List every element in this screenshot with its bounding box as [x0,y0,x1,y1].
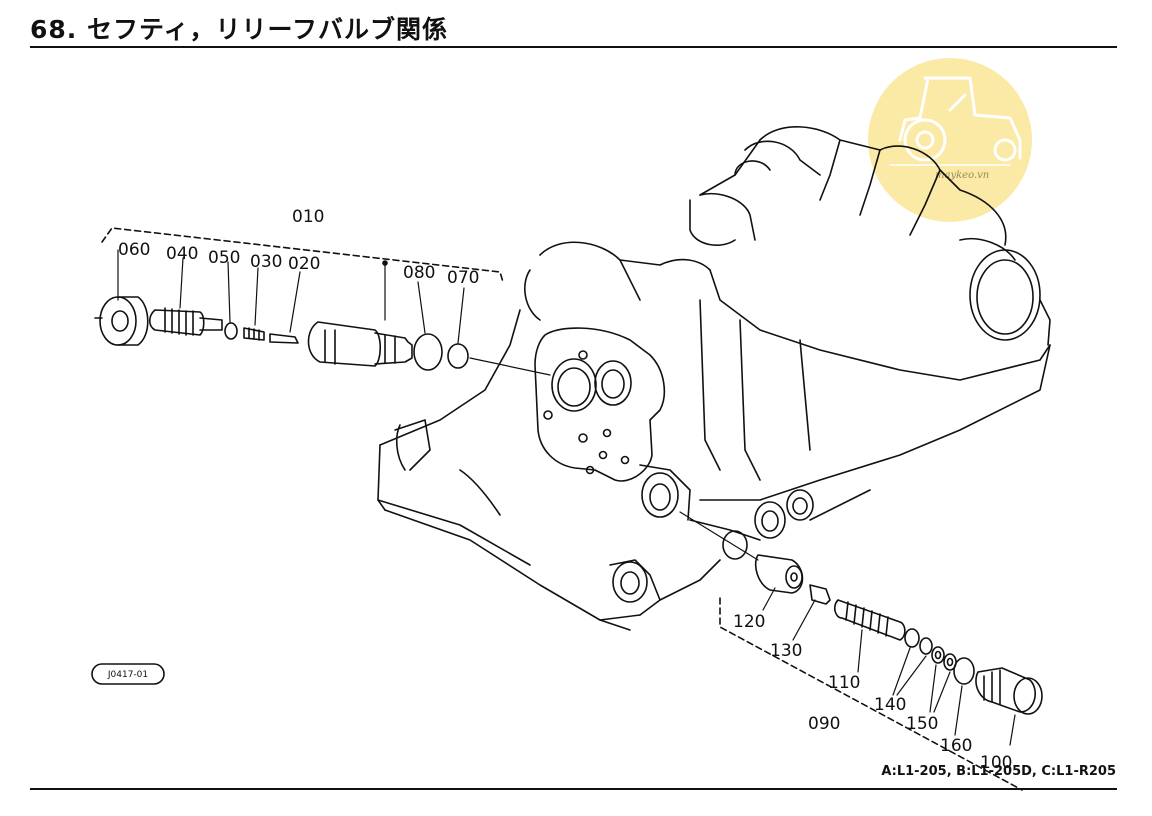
part-label-030: 030 [250,252,282,272]
right-valve-assembly [679,511,1043,791]
footer-rule [30,788,1117,790]
header-rule [30,46,1117,48]
tractor-icon [898,76,1022,162]
part-labels: 010 060 040 050 030 020 080 070 120 130 … [118,207,1012,773]
left-valve-assembly [94,227,551,376]
part-label-160: 160 [940,736,972,756]
part-label-150: 150 [906,714,938,734]
housing-outline [377,126,1051,631]
part-label-020: 020 [288,254,320,274]
maykeo-watermark-logo: maykeo.vn [868,58,1032,222]
part-label-010: 010 [292,207,324,227]
part-label-110: 110 [828,673,860,693]
part-label-130: 130 [770,641,802,661]
part-label-140: 140 [874,695,906,715]
part-label-040: 040 [166,244,198,264]
watermark-text: maykeo.vn [935,170,989,181]
part-label-050: 050 [208,248,240,268]
part-label-120: 120 [733,612,765,632]
figure-code-text: J0417-01 [107,670,148,680]
model-applicability-note: A:L1-205, B:L1-205D, C:L1-R205 [881,764,1116,779]
part-label-090: 090 [808,714,840,734]
part-label-080: 080 [403,263,435,283]
part-label-060: 060 [118,240,150,260]
part-label-070: 070 [447,268,479,288]
part-label-100: 100 [980,753,1012,773]
figure-code-badge: J0417-01 [91,663,165,685]
page-title: 68. セフティ，リリーフバルブ関係 [30,15,448,44]
